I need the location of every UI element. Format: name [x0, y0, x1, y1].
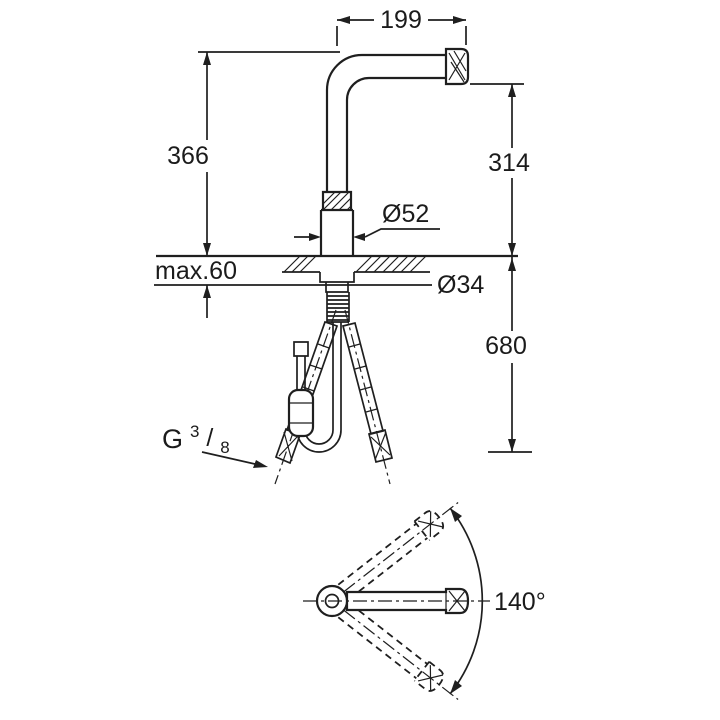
dim-34-label: Ø34 — [437, 271, 484, 299]
hose-weight-body — [287, 388, 315, 438]
ghost-lower-centerline — [343, 609, 459, 700]
dim-680-label: 680 — [485, 332, 527, 360]
swivel-angle-label: 140° — [494, 588, 546, 616]
thread-denominator: 8 — [220, 438, 229, 457]
dim-199-label: 199 — [380, 6, 422, 34]
dim-max60-arrow — [203, 285, 211, 298]
mounting-shank — [319, 272, 355, 323]
spout-head-knurl-icon — [448, 50, 467, 83]
dim-366-label: 366 — [167, 142, 209, 170]
dimension-counter-thickness: max.60 — [154, 257, 432, 318]
counter-hatch — [283, 255, 427, 273]
dimension-hose-length: 680 — [485, 256, 532, 453]
hose-weight-bands — [289, 402, 313, 424]
dim-max60-lines — [154, 284, 432, 318]
hose-right-outline — [341, 321, 394, 464]
dim-max60-label: max.60 — [155, 257, 237, 285]
swivel-angle-dimension: 140° — [449, 507, 546, 695]
hose-weight — [287, 388, 315, 438]
countertop-section — [156, 254, 518, 273]
hose-left-centerline — [274, 309, 337, 485]
thread-size-callout: G 3 / 8 — [162, 415, 268, 468]
dim-52-arrows — [309, 233, 365, 241]
faucet-outline — [319, 47, 470, 256]
ghost-arm-lower — [337, 602, 459, 700]
thread-leader-arrow — [253, 460, 268, 468]
dimension-spout-reach: 199 — [336, 6, 467, 46]
dimension-spout-height: 314 — [470, 83, 530, 256]
front-elevation-view: 199 366 314 680 Ø52 — [154, 6, 532, 485]
top-view-swivel-range: 140° — [303, 502, 546, 700]
ghost-upper-outline — [337, 510, 445, 600]
hose-right-braid — [348, 343, 391, 461]
dimension-base-diameter: Ø52 — [294, 200, 440, 241]
dim-199-arrows — [337, 16, 466, 24]
ghost-upper-knurl-icon — [417, 511, 444, 537]
ghost-lower-outline — [337, 602, 445, 692]
thread-numerator: 3 — [190, 422, 199, 441]
body-section-hatch — [322, 191, 352, 211]
ghost-lower-knurl-icon — [417, 665, 444, 691]
thread-prefix: G — [162, 424, 183, 454]
ghost-upper-centerline — [343, 502, 459, 593]
thread-leader-line — [201, 451, 256, 465]
supply-hose-right — [341, 309, 394, 485]
dim-52-label: Ø52 — [382, 200, 429, 228]
thread-size-label: G 3 / 8 — [162, 415, 230, 457]
dimension-total-height: 366 — [167, 51, 340, 256]
dim-366-lines — [198, 51, 340, 256]
swivel-arc — [449, 507, 484, 695]
dim-314-label: 314 — [488, 149, 530, 177]
hose-right-centerline — [344, 309, 391, 485]
ghost-arm-upper — [337, 502, 459, 600]
thread-slash: / — [206, 424, 213, 452]
dim-52-lines — [294, 228, 440, 238]
dim-199-lines — [336, 19, 467, 46]
